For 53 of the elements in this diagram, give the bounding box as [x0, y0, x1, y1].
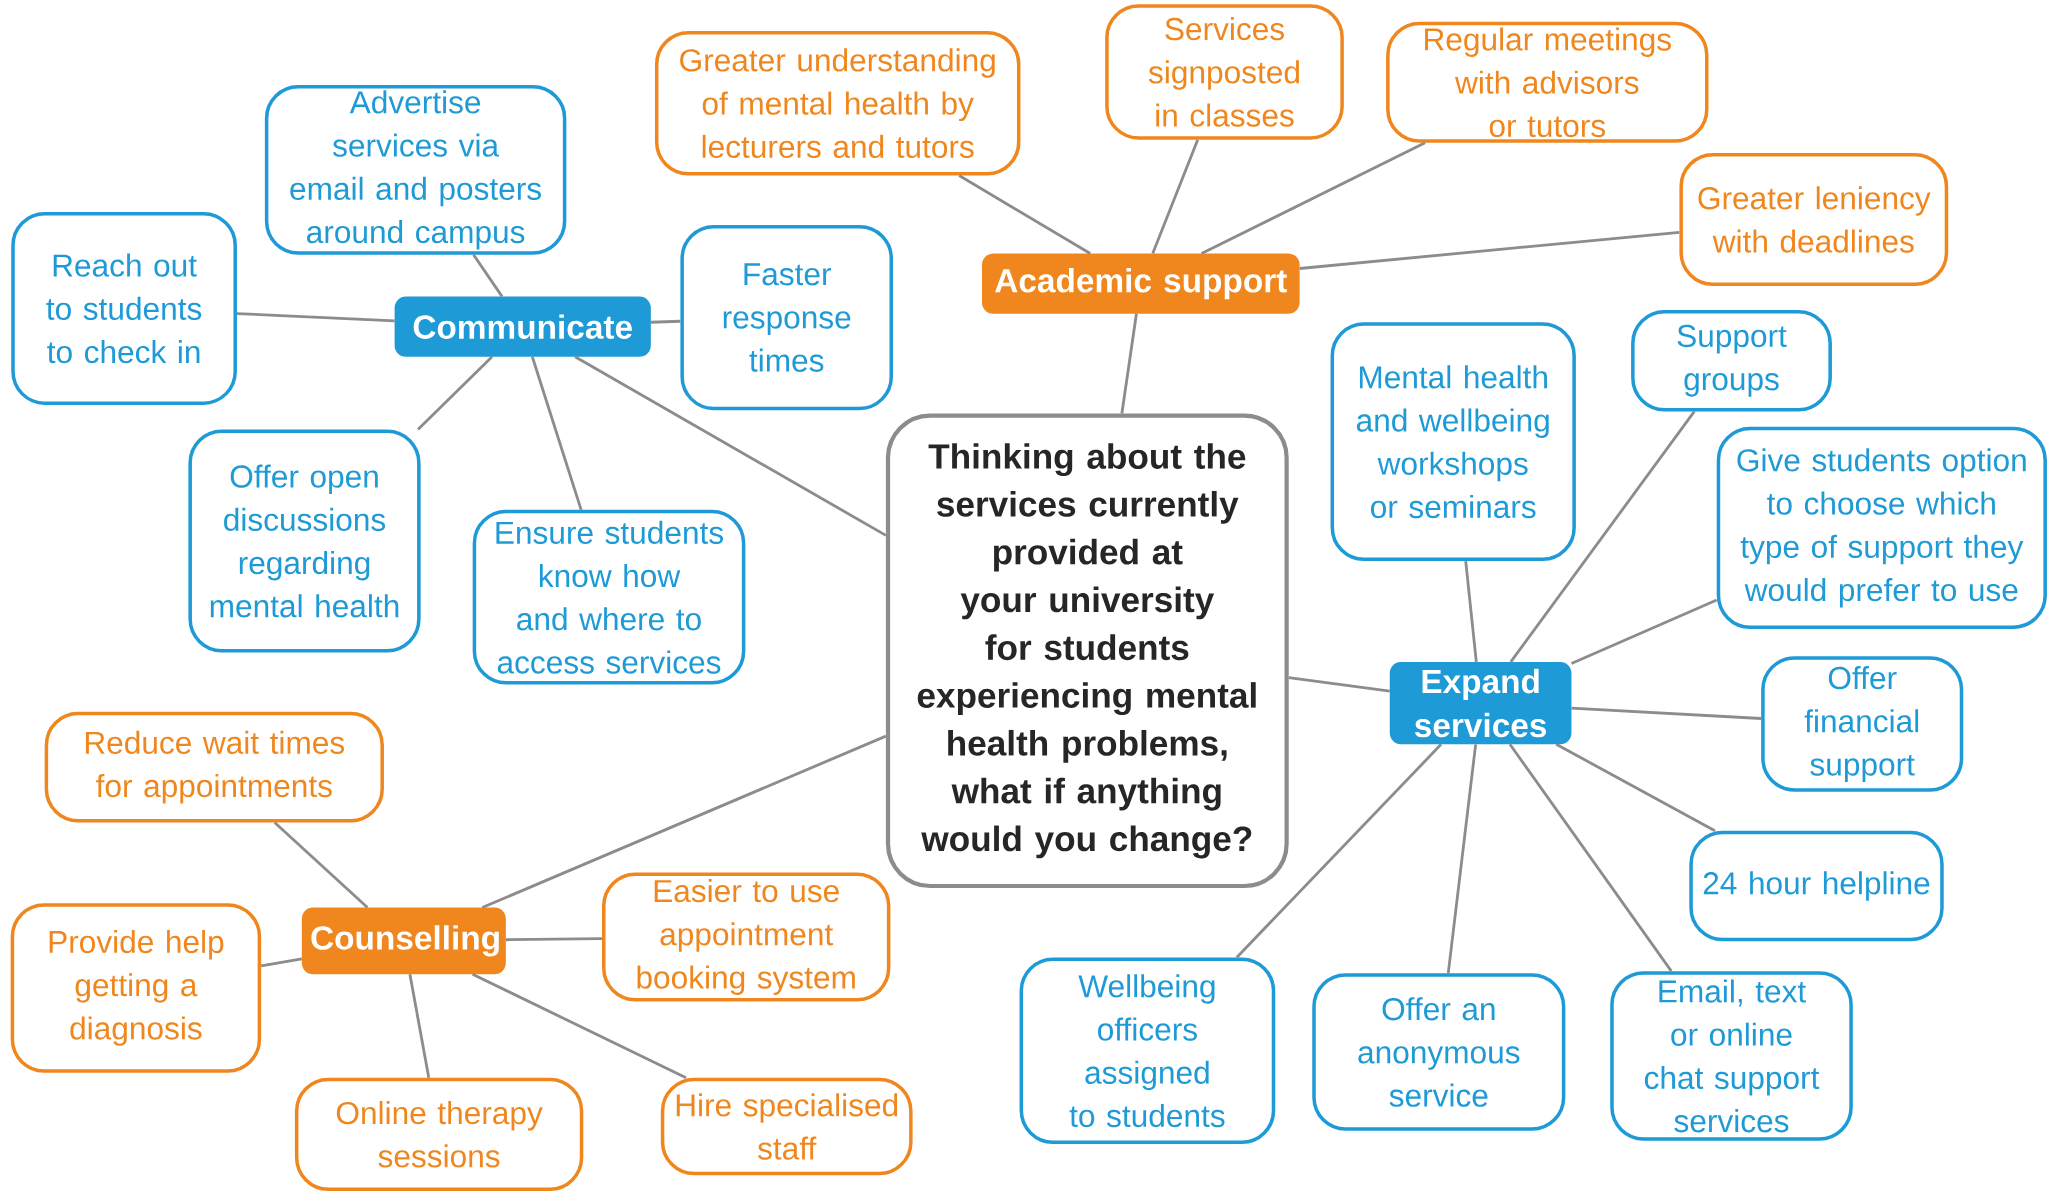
connector-line [472, 253, 504, 298]
topic-box: Counselling [301, 907, 506, 975]
connector-line [1509, 410, 1696, 663]
connector-line [260, 957, 303, 968]
connector-line [1571, 706, 1762, 720]
idea-box: Support groups [1631, 309, 1832, 412]
connector-line [1446, 744, 1478, 974]
idea-box: Greater understanding of mental health by lecturers and tutors [654, 30, 1021, 176]
connector-line [1570, 598, 1718, 665]
idea-box: Give students option to choose which type of support they would prefer to use [1716, 426, 2047, 629]
connector-line [1555, 743, 1716, 832]
connector-line [416, 355, 494, 431]
idea-box: Offer an anonymous service [1312, 973, 1566, 1131]
idea-box: Reduce wait times for appointments [44, 711, 384, 823]
idea-box: Regular meetings with advisors or tutors [1386, 21, 1709, 143]
connector-line [481, 734, 887, 909]
connector-line [471, 973, 687, 1079]
idea-box: Hire specialised staff [660, 1077, 913, 1176]
connector-line [236, 312, 395, 323]
connector-line [1235, 743, 1443, 959]
idea-box: Services signposted in classes [1105, 4, 1344, 140]
idea-box: 24 hour helpline [1689, 830, 1944, 942]
connector-line [650, 319, 681, 324]
idea-box: Wellbeing officers assigned to students [1019, 957, 1276, 1144]
connector-line [505, 937, 602, 942]
idea-box: Offer open discussions regarding mental health [188, 429, 421, 653]
connector-line [574, 355, 887, 537]
connector-line [1299, 230, 1680, 270]
connector-line [1120, 313, 1138, 414]
connector-line [958, 174, 1091, 255]
connector-line [273, 821, 369, 909]
idea-box: Email, text or online chat support services [1610, 971, 1853, 1141]
idea-box: Offer financial support [1761, 656, 1964, 792]
connector-line [1151, 139, 1200, 254]
idea-box: Provide help getting a diagnosis [10, 903, 262, 1073]
topic-box: Communicate [394, 296, 651, 357]
question-box: Thinking about the services currently provided at your university for students experiencing mental health problems, what if anything would you change? [885, 413, 1289, 889]
topic-box: Academic support [982, 253, 1300, 314]
idea-box: Advertise services via email and posters around campus [264, 85, 567, 255]
connector-line [1288, 676, 1390, 693]
idea-box: Easier to use appointment booking system [602, 872, 891, 1002]
idea-box: Greater leniency with deadlines [1679, 153, 1949, 286]
idea-box: Online therapy sessions [294, 1077, 584, 1191]
connector-line [1508, 743, 1673, 972]
topic-box: Expand services [1389, 661, 1572, 745]
connector-line [1200, 141, 1426, 255]
idea-box: Mental health and wellbeing workshops or seminars [1330, 322, 1576, 562]
idea-box: Reach out to students to check in [11, 211, 237, 405]
connector-line [530, 356, 583, 511]
idea-box: Ensure students know how and where to access services [472, 509, 746, 685]
idea-box: Faster response times [680, 225, 893, 411]
connector-line [408, 974, 431, 1078]
connector-line [1464, 560, 1478, 663]
